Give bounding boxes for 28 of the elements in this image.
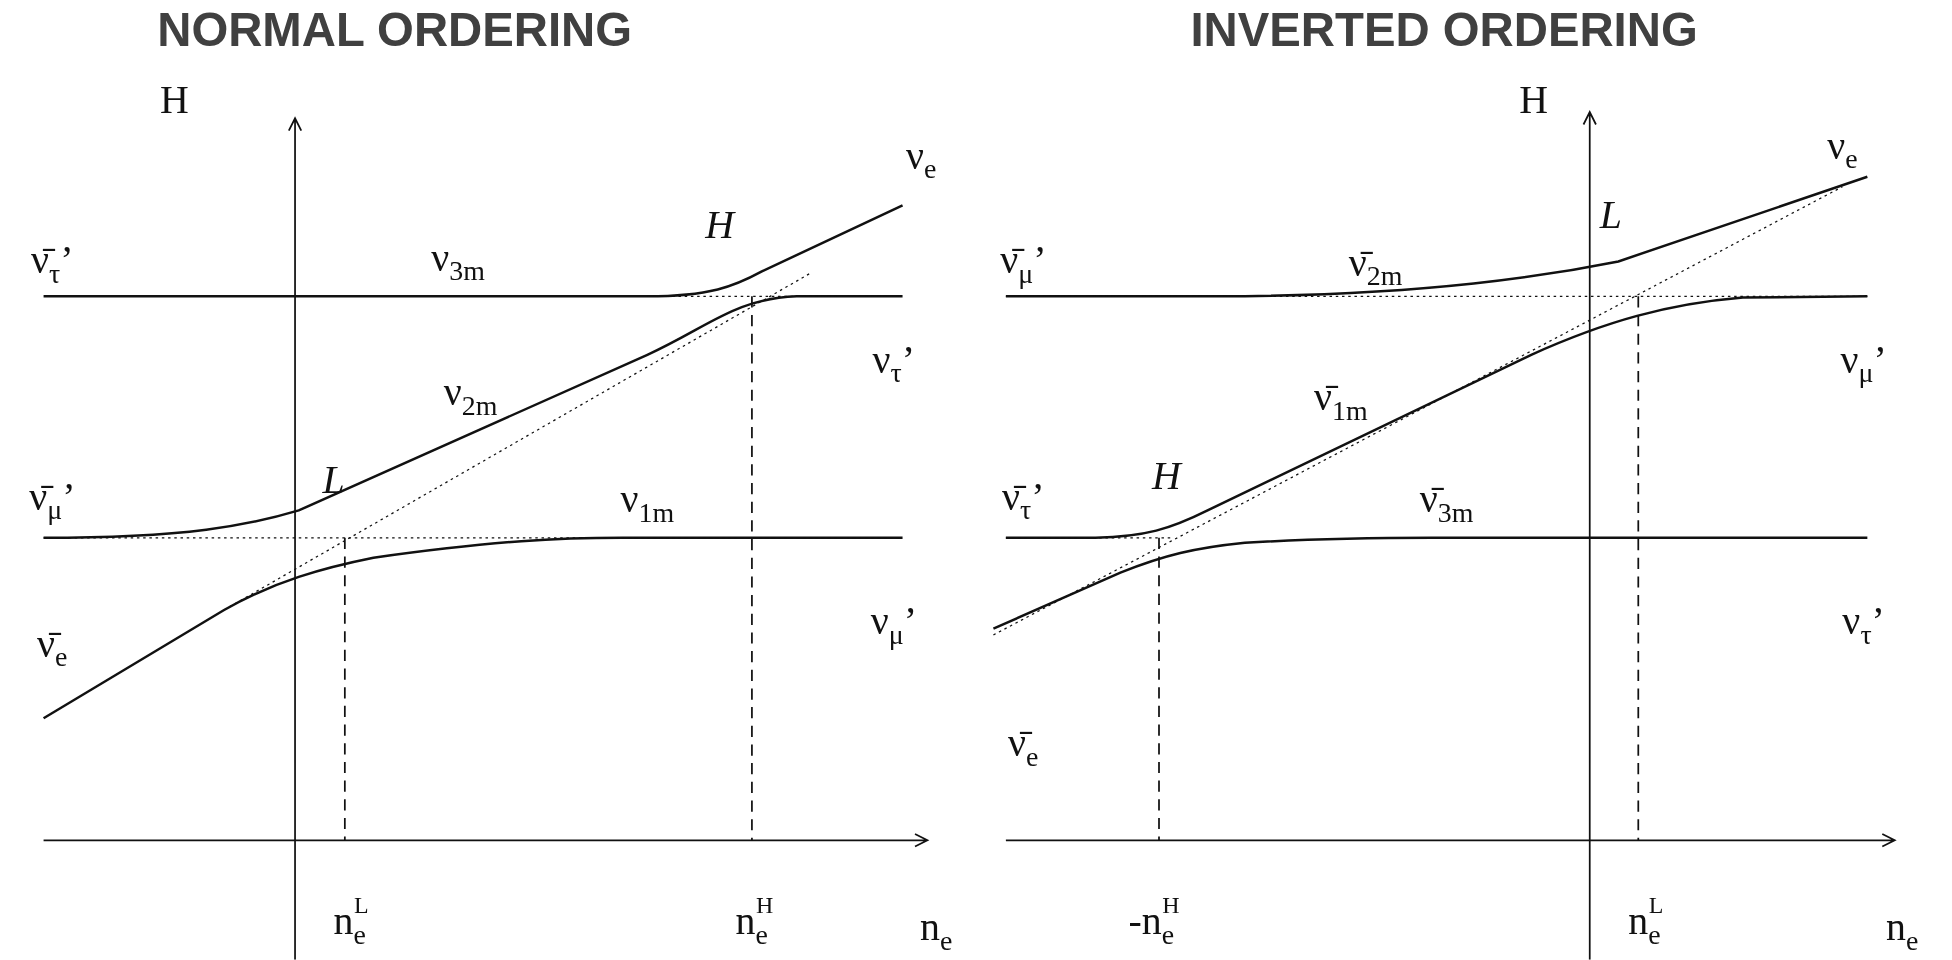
panel-title: INVERTED ORDERING xyxy=(1190,6,1698,54)
state-label: ν̄$_{τ}$’ xyxy=(31,239,74,289)
crossing-label: H xyxy=(1152,455,1181,496)
state-label: ν̄$_{μ}$’ xyxy=(1000,239,1047,289)
crossing-label: L xyxy=(322,459,345,500)
eigenstate-label: ν$_{1m}$ xyxy=(620,478,675,528)
panel-title: NORMAL ORDERING xyxy=(157,6,633,54)
state-label: ν$_{μ}$’ xyxy=(1840,339,1887,388)
eigenstate-label: ν$_{2m}$ xyxy=(443,371,498,421)
state-label: ν̄$_{e}$ xyxy=(1008,722,1039,772)
state-label: ν$_{τ}$’ xyxy=(1842,600,1885,650)
axis-label: H xyxy=(1519,79,1549,120)
eigenstate-label: ν̄$_{1m}$ xyxy=(1313,376,1368,426)
eigenstate-label: ν̄$_{3m}$ xyxy=(1419,478,1474,528)
state-label: ν̄$_{e}$ xyxy=(37,622,68,672)
state-label: ν$_{e}$ xyxy=(1827,124,1858,174)
state-label: ν$_{τ}$’ xyxy=(872,339,916,388)
state-label: ν$_{μ}$’ xyxy=(870,600,917,650)
crossing-label: L xyxy=(1599,194,1622,235)
axis-label: n$_{e}$ xyxy=(920,906,953,956)
axis-label: H xyxy=(159,79,189,120)
axis-label: n$_{e}$ xyxy=(1886,906,1919,956)
eigenstate-label: ν̄$_{2m}$ xyxy=(1348,242,1403,291)
eigenstate-label: ν$_{3m}$ xyxy=(431,237,485,286)
state-label: ν$_{e}$ xyxy=(906,134,937,184)
crossing-label: H xyxy=(705,204,734,244)
state-label: ν̄$_{μ}$’ xyxy=(29,476,76,525)
state-label: ν̄$_{τ}$’ xyxy=(1002,476,1045,525)
